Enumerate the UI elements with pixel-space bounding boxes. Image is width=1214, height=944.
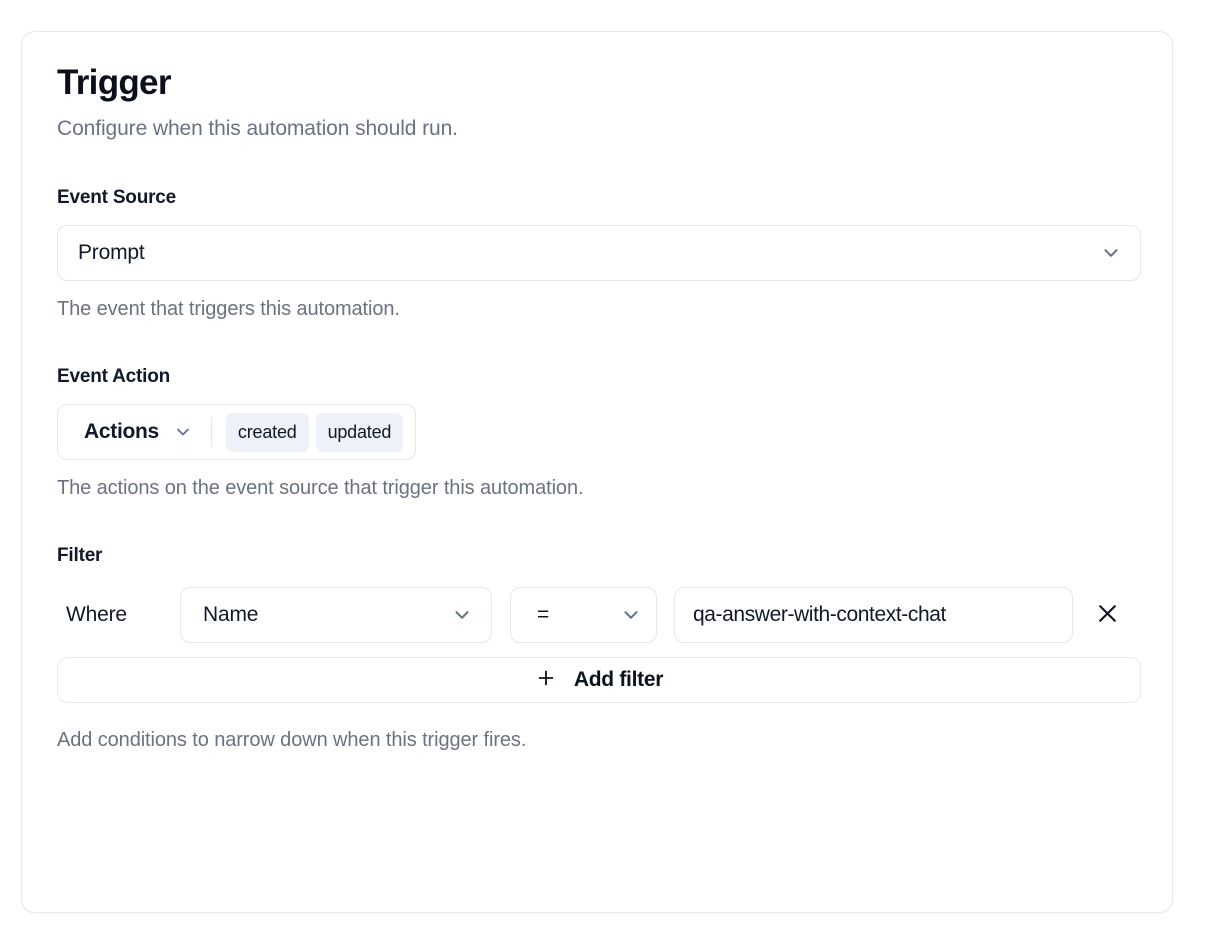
filter-value-input[interactable]: qa-answer-with-context-chat [674, 587, 1073, 643]
where-label: Where [66, 603, 127, 626]
event-source-value: Prompt [78, 241, 145, 264]
event-source-select[interactable]: Prompt [57, 225, 1141, 281]
event-source-label: Event Source [57, 187, 177, 208]
add-filter-label: Add filter [573, 668, 664, 691]
filter-field-select[interactable]: Name [180, 587, 492, 643]
filter-field-value: Name [203, 603, 259, 626]
event-action-label: Event Action [57, 366, 171, 387]
event-action-chips: created updated [216, 412, 404, 452]
filter-label: Filter [57, 545, 103, 566]
filter-help: Add conditions to narrow down when this … [57, 729, 527, 751]
trigger-card: Trigger Configure when this automation s… [21, 31, 1173, 913]
filter-operator-value: = [537, 603, 550, 626]
event-action-select[interactable]: Actions [58, 405, 209, 459]
chevron-down-icon [451, 604, 473, 626]
event-action-field: Event Action Actions created updated The… [57, 365, 1137, 501]
event-action-value: Actions [84, 420, 159, 443]
divider [210, 417, 212, 447]
page-title: Trigger [57, 63, 171, 102]
chevron-down-icon [620, 604, 642, 626]
remove-filter-button[interactable] [1085, 593, 1129, 637]
page-subtitle: Configure when this automation should ru… [57, 117, 458, 140]
event-action-combo: Actions created updated [57, 404, 417, 460]
event-source-help: The event that triggers this automation. [57, 298, 400, 320]
add-filter-button[interactable]: Add filter [57, 657, 1141, 703]
plus-icon [535, 667, 557, 694]
filter-row: Where Name = qa-answer-with-context-chat [57, 587, 1137, 643]
chevron-down-icon [173, 422, 193, 442]
chip-created[interactable]: created [225, 412, 309, 452]
event-action-help: The actions on the event source that tri… [57, 477, 584, 499]
filter-value-text: qa-answer-with-context-chat [693, 603, 946, 626]
filter-field: Filter Where Name = qa-answer-with-c [57, 544, 1141, 753]
chip-updated[interactable]: updated [315, 412, 404, 452]
chevron-down-icon [1100, 242, 1122, 264]
filter-operator-select[interactable]: = [510, 587, 657, 643]
close-icon [1095, 601, 1120, 629]
event-source-field: Event Source Prompt The event that trigg… [57, 186, 1141, 322]
